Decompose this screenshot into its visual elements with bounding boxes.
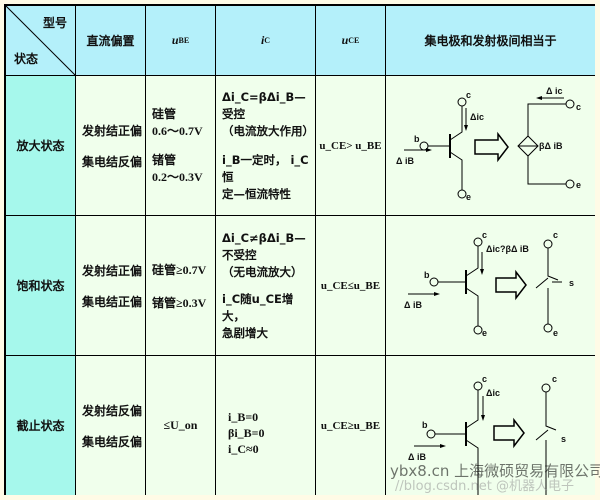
ic-cell: Δi_C=βΔi_B—受控（电流放大作用）i_B一定时， i_C恒定—恒流特性 bbox=[216, 76, 316, 216]
svg-text:e: e bbox=[482, 328, 487, 338]
saturation-equivalent-circuit: b c e Δic?βΔ iB Δ iB c e s bbox=[404, 230, 574, 338]
delta-ib-label: Δ iB bbox=[396, 156, 414, 166]
equivalent-cell: b c e Δic Δ iB βΔ iB Δ ic c e bbox=[386, 76, 595, 216]
corner-bottom-label: 状态 bbox=[14, 52, 39, 66]
base-label: b bbox=[414, 134, 420, 144]
svg-text:e: e bbox=[553, 328, 558, 338]
corner-header: 型号 状态 bbox=[6, 6, 76, 76]
bias-cell: 发射结反偏集电结反偏 bbox=[76, 356, 146, 495]
svg-text:Δ iB: Δ iB bbox=[404, 300, 422, 310]
svg-text:s: s bbox=[561, 434, 566, 444]
svg-text:b: b bbox=[424, 270, 430, 280]
bias-cell: 发射结正偏集电结正偏 bbox=[76, 216, 146, 356]
ube-cell: ≤U_on bbox=[146, 356, 216, 495]
equivalent-cell: b c Δic Δ iB c s bbox=[386, 356, 595, 495]
watermark-url: //blog.csdn.net @机器人电子 bbox=[395, 479, 574, 494]
delta-ic-label: Δic?βΔ iB bbox=[486, 244, 529, 254]
bias-cell: 发射结正偏集电结反偏 bbox=[76, 76, 146, 216]
svg-text:c: c bbox=[482, 374, 487, 384]
state-saturation: 饱和状态 bbox=[6, 216, 76, 356]
svg-text:c: c bbox=[552, 374, 557, 384]
switch-label: s bbox=[569, 278, 574, 288]
svg-text:c: c bbox=[482, 230, 487, 240]
diagonal-line bbox=[6, 6, 76, 76]
uce-cell: u_CE≥u_BE bbox=[316, 356, 386, 495]
amplify-equivalent-circuit: b c e Δic Δ iB βΔ iB Δ ic c e bbox=[396, 86, 581, 202]
cutoff-equivalent-circuit: b c Δic Δ iB c s bbox=[408, 374, 566, 495]
state-amplify: 放大状态 bbox=[6, 76, 76, 216]
equivalent-cell: b c e Δic?βΔ iB Δ iB c e s bbox=[386, 216, 595, 356]
header-equivalent: 集电极和发射极间相当于 bbox=[386, 6, 595, 76]
ic-cell: Δi_C≠βΔi_B—不受控（无电流放大）i_C随u_CE增大，急剧增大 bbox=[216, 216, 316, 356]
collector-label: c bbox=[466, 90, 471, 100]
svg-text:e: e bbox=[576, 180, 581, 190]
state-cutoff: 截止状态 bbox=[6, 356, 76, 495]
svg-text:c: c bbox=[576, 102, 581, 112]
header-bias: 直流偏置 bbox=[76, 6, 146, 76]
svg-text:b: b bbox=[422, 420, 428, 430]
delta-ic-out-label: Δ ic bbox=[546, 86, 562, 96]
uce-cell: u_CE≤u_BE bbox=[316, 216, 386, 356]
svg-text:Δic: Δic bbox=[486, 388, 500, 398]
source-label: βΔ iB bbox=[539, 141, 563, 151]
watermark: ybx8.cn 上海微硕贸易有限公司 bbox=[390, 462, 600, 480]
uce-cell: u_CE> u_BE bbox=[316, 76, 386, 216]
emitter-label: e bbox=[466, 192, 471, 202]
svg-text:Δ iB: Δ iB bbox=[408, 452, 426, 462]
svg-text:c: c bbox=[553, 230, 558, 240]
delta-ic-label: Δic bbox=[470, 112, 484, 122]
corner-top-label: 型号 bbox=[42, 16, 67, 30]
